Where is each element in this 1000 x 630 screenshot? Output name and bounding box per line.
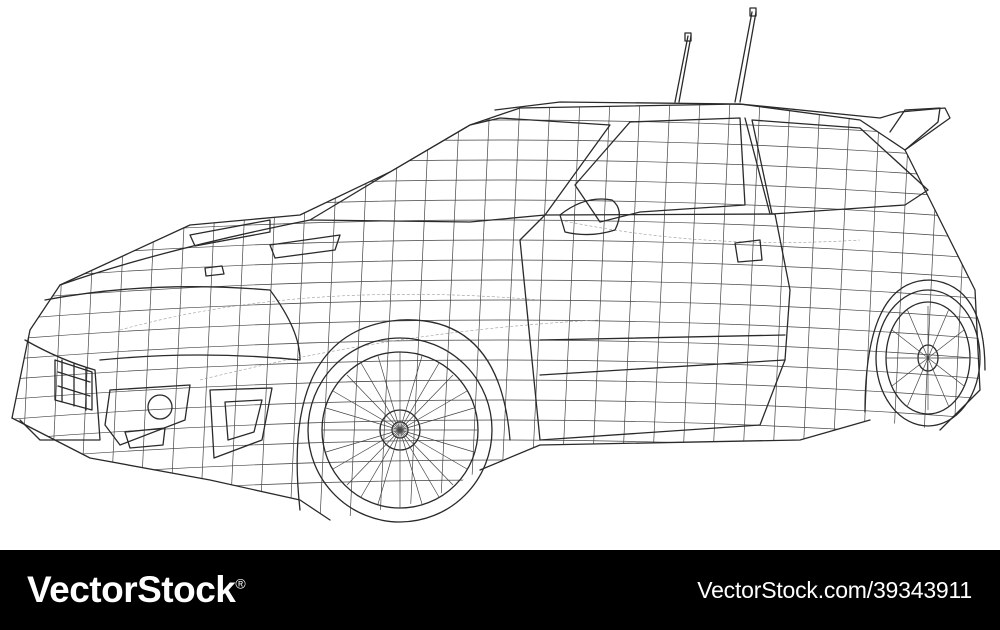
car-wireframe-illustration	[11, 7, 986, 523]
image-id: VectorStock.com/39343911	[697, 576, 972, 603]
rear-wheel	[875, 289, 981, 427]
watermark-footer: VectorStock® VectorStock.com/39343911	[0, 550, 1000, 630]
car-body-outline	[11, 101, 986, 521]
brand-name: VectorStock	[27, 569, 236, 610]
front-wheel	[307, 337, 493, 523]
antenna-icon	[674, 7, 757, 103]
registered-mark: ®	[235, 575, 246, 592]
brand-logo: VectorStock®	[27, 569, 246, 611]
body-mesh	[12, 104, 980, 520]
